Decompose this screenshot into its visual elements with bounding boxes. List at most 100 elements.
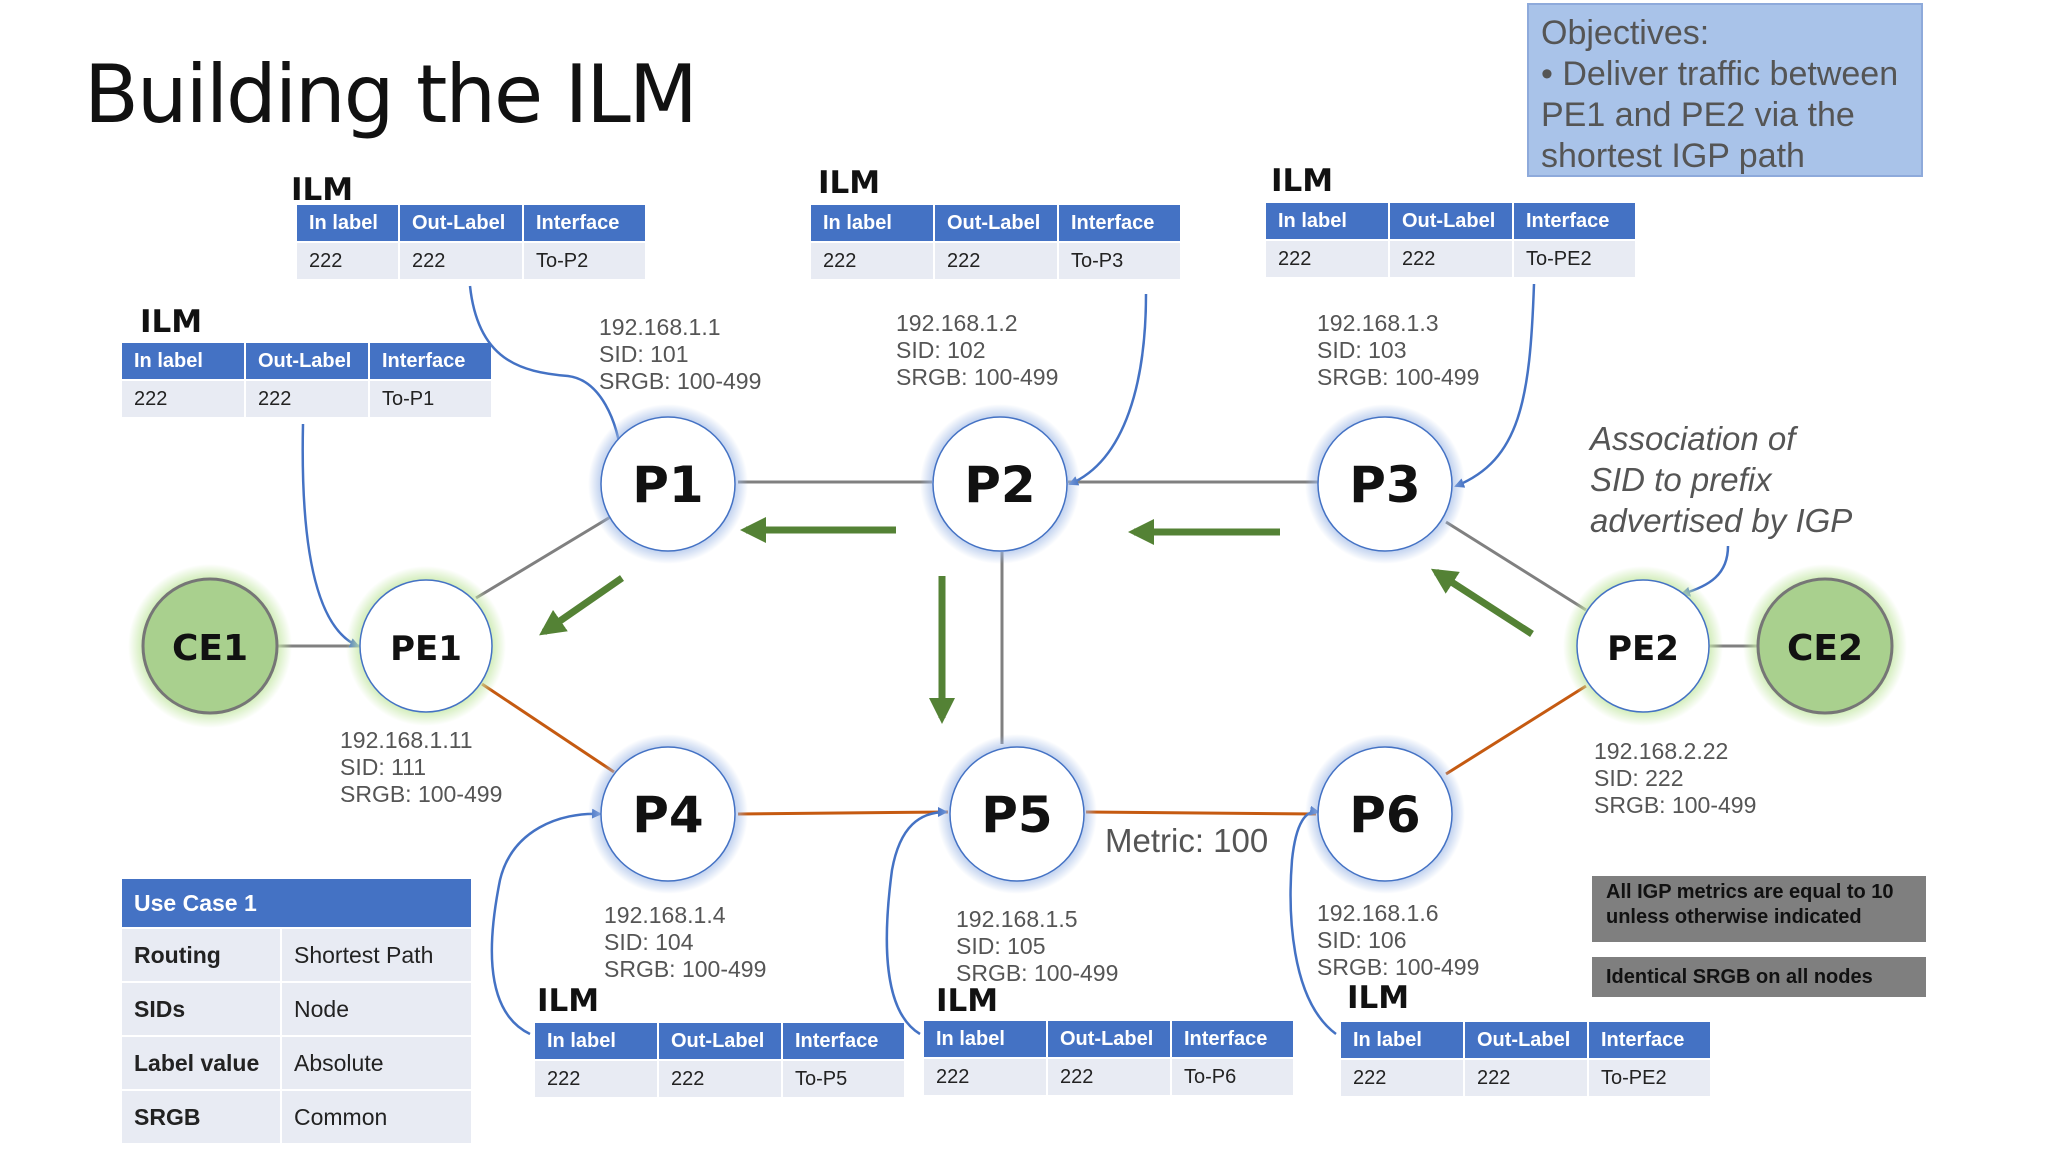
flow-arrow-pe2-to-p3 — [1430, 568, 1534, 637]
node-ip: 192.168.1.6 — [1317, 900, 1439, 926]
ilm-cell: 222 — [1390, 241, 1512, 277]
ilm-col-in-label: In label — [535, 1023, 657, 1059]
ilm-col-interface: Interface — [1059, 205, 1180, 241]
ilm-cell: 222 — [297, 243, 398, 279]
table-row: 222 222 To-P5 — [535, 1061, 904, 1097]
use-case-key: Routing — [122, 929, 280, 981]
node-info-p1: 192.168.1.1 SID: 101 SRGB: 100-499 — [599, 314, 761, 395]
ilm-col-out-label: Out-Label — [1465, 1022, 1587, 1058]
ilm-cell: To-PE2 — [1514, 241, 1635, 277]
pointer-ilm-p3 — [1454, 283, 1536, 488]
ilm-col-in-label: In label — [297, 205, 398, 241]
node-ip: 192.168.1.11 — [340, 727, 473, 753]
ilm-cell: 222 — [122, 381, 244, 417]
ilm-col-in-label: In label — [811, 205, 933, 241]
node-p1: P1 — [588, 404, 748, 564]
ilm-cell: To-P1 — [370, 381, 491, 417]
node-info-p5: 192.168.1.5 SID: 105 SRGB: 100-499 — [956, 906, 1118, 987]
node-sid: SID: 111 — [340, 754, 427, 780]
use-case-value: Absolute — [282, 1037, 471, 1089]
node-ip: 192.168.1.4 — [604, 902, 726, 928]
table-row: 222 222 To-P6 — [924, 1059, 1293, 1095]
use-case-value: Common — [282, 1091, 471, 1143]
table-row: 222 222 To-P1 — [122, 381, 491, 417]
ilm-col-in-label: In label — [924, 1021, 1046, 1057]
node-p1-label: P1 — [632, 456, 703, 514]
note-line: Identical SRGB on all nodes — [1606, 966, 1873, 988]
node-p2-label: P2 — [964, 456, 1035, 514]
node-info-p6: 192.168.1.6 SID: 106 SRGB: 100-499 — [1317, 900, 1479, 981]
node-p5-label: P5 — [981, 786, 1052, 844]
table-row: 222 222 To-PE2 — [1341, 1060, 1710, 1096]
note-identical-srgb: Identical SRGB on all nodes — [1592, 957, 1926, 997]
ilm-cell: To-PE2 — [1589, 1060, 1710, 1096]
use-case-value: Node — [282, 983, 471, 1035]
link-pe1-p4 — [481, 682, 615, 774]
association-line: Association of — [1590, 420, 1796, 457]
link-p6-pe2 — [1445, 684, 1587, 776]
ilm-cell: To-P6 — [1172, 1059, 1293, 1095]
node-sid: SID: 105 — [956, 933, 1046, 959]
ilm-col-out-label: Out-Label — [659, 1023, 781, 1059]
table-row: 222 222 To-P3 — [811, 243, 1180, 279]
use-case-key: SRGB — [122, 1091, 280, 1143]
node-sid: SID: 102 — [896, 337, 986, 363]
node-info-pe1: 192.168.1.11 SID: 111 SRGB: 100-499 — [340, 727, 502, 808]
ilm-cell: 222 — [246, 381, 368, 417]
node-srgb: SRGB: 100-499 — [1594, 792, 1757, 818]
node-p5: P5 — [937, 734, 1097, 894]
ilm-table-p2: In label Out-Label Interface 222 222 To-… — [809, 203, 1182, 281]
node-sid: SID: 101 — [599, 341, 689, 367]
node-pe1-label: PE1 — [390, 629, 462, 669]
node-srgb: SRGB: 100-499 — [604, 956, 767, 982]
objectives-line: shortest IGP path — [1541, 137, 1805, 175]
node-p6-label: P6 — [1349, 786, 1420, 844]
node-pe2: PE2 — [1563, 566, 1723, 726]
node-p2: P2 — [920, 404, 1080, 564]
node-ce1: CE1 — [128, 564, 292, 728]
ilm-col-interface: Interface — [783, 1023, 904, 1059]
ilm-heading-p5: ILM — [936, 983, 999, 1019]
ilm-col-out-label: Out-Label — [935, 205, 1057, 241]
ilm-heading-p3: ILM — [1271, 163, 1334, 199]
ilm-cell: 222 — [1341, 1060, 1463, 1096]
node-sid: SID: 104 — [604, 929, 694, 955]
node-pe2-label: PE2 — [1607, 629, 1679, 669]
pointer-ilm-p5 — [885, 807, 948, 1036]
node-ip: 192.168.1.5 — [956, 906, 1078, 932]
node-pe1: PE1 — [346, 566, 506, 726]
pointer-ilm-p6 — [1289, 805, 1337, 1036]
objectives-line: PE1 and PE2 via the — [1541, 96, 1855, 134]
ilm-cell: 222 — [400, 243, 522, 279]
node-info-pe2: 192.168.2.22 SID: 222 SRGB: 100-499 — [1594, 738, 1756, 819]
ilm-heading-p4: ILM — [537, 983, 600, 1019]
link-p3-pe2 — [1445, 520, 1587, 612]
metric-label: Metric: 100 — [1105, 822, 1269, 859]
ilm-col-interface: Interface — [1172, 1021, 1293, 1057]
ilm-cell: 222 — [924, 1059, 1046, 1095]
note-igp-metrics: All IGP metrics are equal to 10 unless o… — [1592, 876, 1926, 942]
node-sid: SID: 103 — [1317, 337, 1407, 363]
use-case-title: Use Case 1 — [122, 879, 471, 927]
node-ip: 192.168.1.1 — [599, 314, 721, 340]
node-srgb: SRGB: 100-499 — [1317, 954, 1480, 980]
node-p6: P6 — [1305, 734, 1465, 894]
ilm-col-out-label: Out-Label — [400, 205, 522, 241]
node-sid: SID: 106 — [1317, 927, 1407, 953]
ilm-table-p6: In label Out-Label Interface 222 222 To-… — [1339, 1020, 1712, 1098]
use-case-table: Use Case 1 Routing Shortest Path SIDs No… — [120, 877, 473, 1145]
table-row: Label value Absolute — [122, 1037, 471, 1089]
association-line: advertised by IGP — [1590, 502, 1853, 539]
ilm-cell: 222 — [1048, 1059, 1170, 1095]
table-row: 222 222 To-P2 — [297, 243, 645, 279]
objectives-box: Objectives: • Deliver traffic between PE… — [1527, 3, 1923, 177]
ilm-cell: 222 — [1266, 241, 1388, 277]
table-row: Routing Shortest Path — [122, 929, 471, 981]
table-row: 222 222 To-PE2 — [1266, 241, 1635, 277]
node-sid: SID: 222 — [1594, 765, 1684, 791]
ilm-table-p4: In label Out-Label Interface 222 222 To-… — [533, 1021, 906, 1099]
ilm-col-out-label: Out-Label — [1390, 203, 1512, 239]
flow-arrow-p1-to-pe1 — [539, 575, 624, 636]
table-row: SIDs Node — [122, 983, 471, 1035]
node-srgb: SRGB: 100-499 — [340, 781, 503, 807]
